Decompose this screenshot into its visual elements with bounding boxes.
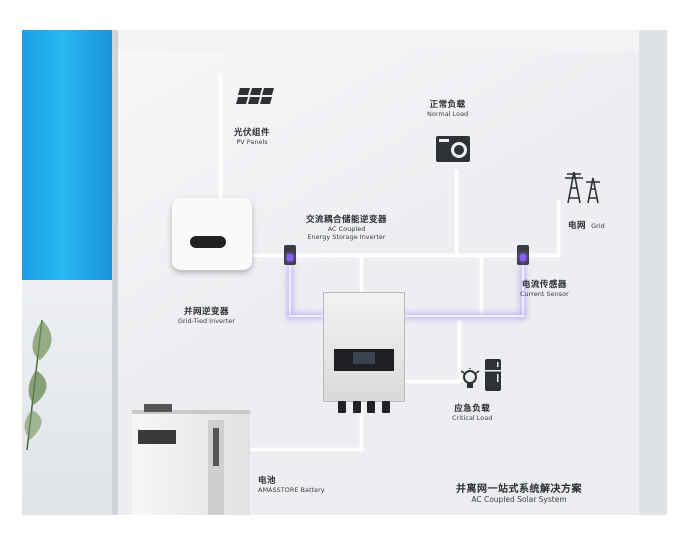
washing-machine-icon <box>436 136 470 162</box>
inverter-display <box>334 349 394 371</box>
ac-coupled-inverter <box>323 292 405 413</box>
normal-load-line <box>455 170 458 256</box>
battery-logo <box>138 430 176 444</box>
plant-leaves <box>24 319 52 450</box>
acinv-up-line <box>360 256 363 292</box>
sensor-loop-left <box>289 265 291 317</box>
grid-drop-line <box>557 200 560 256</box>
battery-line-v <box>360 400 363 450</box>
power-tower-icon <box>565 171 600 204</box>
pv-vertical-line <box>219 75 222 200</box>
current-sensor-right <box>517 245 529 265</box>
current-sensor-left <box>284 245 296 265</box>
critical-out-line <box>390 380 460 383</box>
grid-label: 电网 Grid <box>568 221 605 231</box>
main-bus-line <box>252 254 560 257</box>
amasstore-battery <box>132 404 250 515</box>
light-bulb-icon <box>460 368 480 388</box>
system-title: 并离网一站式系统解决方案 AC Coupled Solar System <box>456 484 582 504</box>
refrigerator-icon <box>485 359 501 391</box>
solar-panel-icon <box>236 88 274 104</box>
ac-inverter-label: 交流耦合储能逆变器 AC Coupled Energy Storage Inve… <box>306 215 388 241</box>
critical-branch-line <box>480 256 483 316</box>
sensor-loop-right <box>522 265 524 317</box>
battery-line-h <box>248 448 363 451</box>
grid-tied-inverter <box>172 198 252 270</box>
critical-up-line <box>458 320 461 382</box>
right-pillar <box>639 30 667 515</box>
